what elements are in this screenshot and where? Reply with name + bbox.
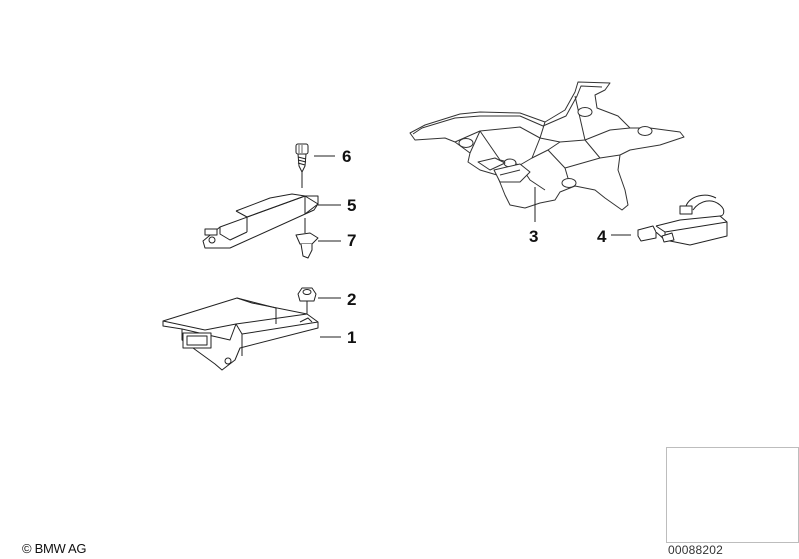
expanding-clip-icon [295,218,319,259]
callout-2[interactable]: 2 [347,290,357,309]
seat-occupancy-mat-icon [409,81,685,211]
callout-1[interactable]: 1 [347,328,357,347]
callout-4[interactable]: 4 [597,227,607,246]
callout-5[interactable]: 5 [347,196,357,215]
copyright-notice: © BMW AG [22,541,87,556]
callout-3[interactable]: 3 [529,227,539,246]
diagram-id: 00088202 [668,543,723,557]
callout-7[interactable]: 7 [347,231,357,250]
callout-6[interactable]: 6 [342,147,352,166]
nut-icon [297,287,317,318]
control-unit-icon [162,297,319,371]
side-impact-sensor-icon [202,193,319,249]
screw-icon [295,143,309,188]
sensor-module-icon [637,194,728,246]
car-overview-thumbnail[interactable] [666,447,799,543]
